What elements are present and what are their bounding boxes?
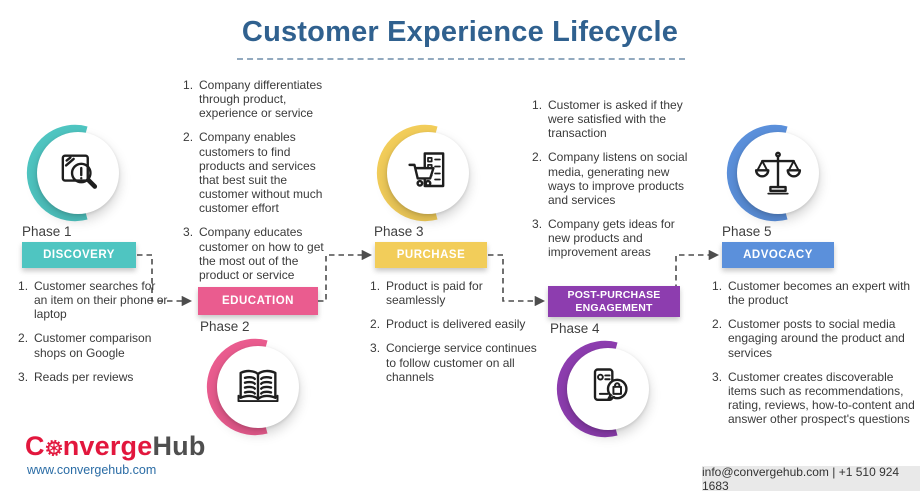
phase-5-label: Phase 5	[722, 224, 772, 239]
logo-text-nverge: nverge	[62, 431, 153, 461]
phase-5-arc	[726, 124, 788, 222]
contact-info-bar[interactable]: info@convergehub.com | +1 510 924 1683	[702, 465, 920, 493]
phase-4-arc	[556, 340, 618, 438]
phase-1-icon-circle	[37, 132, 119, 214]
list-item: Customer creates discoverable items such…	[712, 369, 915, 427]
list-item: Customer searches for an item on their p…	[18, 279, 168, 322]
phase-3-icon-circle	[387, 132, 469, 214]
phase-3-arc	[376, 124, 438, 222]
list-item: Product is paid for seamlessly	[370, 279, 483, 308]
phase-5-banner: ADVOCACY	[722, 242, 834, 268]
list-item: Company gets ideas for new products and …	[532, 217, 675, 260]
phase-3-list: Product is paid for seamlessly Product i…	[370, 279, 538, 394]
phase-2-icon-badge	[205, 337, 305, 437]
page-title: Customer Experience Lifecycle	[241, 16, 679, 48]
phase-3-label: Phase 3	[374, 224, 424, 239]
phase-2-list: Company differentiates through product, …	[183, 78, 335, 292]
phase-2-arc	[206, 338, 268, 436]
list-item: Company differentiates through product, …	[183, 78, 323, 121]
open-book-icon	[237, 369, 279, 403]
logo-text-c: C	[25, 431, 45, 461]
phase-4-banner: POST-PURCHASE ENGAGEMENT	[548, 286, 680, 317]
balance-scale-icon	[754, 151, 802, 195]
phase-1-arc	[26, 124, 88, 222]
phase-3-icon-badge	[375, 123, 475, 223]
list-item: Company educates customer on how to get …	[183, 225, 324, 282]
list-item: Company listens on social media, generat…	[532, 150, 688, 207]
list-item: Reads per reviews	[18, 369, 134, 384]
phase-2-icon-circle	[217, 346, 299, 428]
phone-shopping-bubble-icon	[593, 368, 628, 402]
phase-2-label: Phase 2	[200, 319, 250, 334]
phase-1-list: Customer searches for an item on their p…	[18, 279, 170, 394]
phase-5-icon-circle	[737, 132, 819, 214]
phase-3-banner: PURCHASE	[375, 242, 487, 268]
phase-1-banner: DISCOVERY	[22, 242, 136, 268]
phase-4-label: Phase 4	[550, 321, 600, 336]
search-magnifier-icon	[61, 154, 98, 189]
phase-1-label: Phase 1	[22, 224, 72, 239]
phase-5-list: Customer becomes an expert with the prod…	[712, 279, 920, 436]
phase-5-icon-badge	[725, 123, 825, 223]
logo-text-hub: Hub	[152, 431, 206, 461]
list-item: Customer comparison shops on Google	[18, 331, 152, 360]
phase-4-icon-badge	[555, 339, 655, 439]
gear-icon	[45, 439, 62, 457]
shopping-cart-checkout-icon	[408, 152, 445, 188]
phase-2-banner: EDUCATION	[198, 287, 318, 315]
website-link[interactable]: www.convergehub.com	[27, 463, 157, 477]
list-item: Customer is asked if they were satisfied…	[532, 98, 683, 141]
title-underline	[237, 58, 685, 60]
phase-1-icon-badge	[25, 123, 125, 223]
list-item: Product is delivered easily	[370, 317, 526, 332]
list-item: Concierge service continues to follow cu…	[370, 341, 537, 384]
list-item: Company enables customers to find produc…	[183, 130, 323, 216]
list-item: Customer posts to social media engaging …	[712, 317, 905, 360]
phase-4-list: Customer is asked if they were satisfied…	[532, 98, 694, 270]
phase-4-icon-circle	[567, 348, 649, 430]
list-item: Customer becomes an expert with the prod…	[712, 279, 911, 308]
